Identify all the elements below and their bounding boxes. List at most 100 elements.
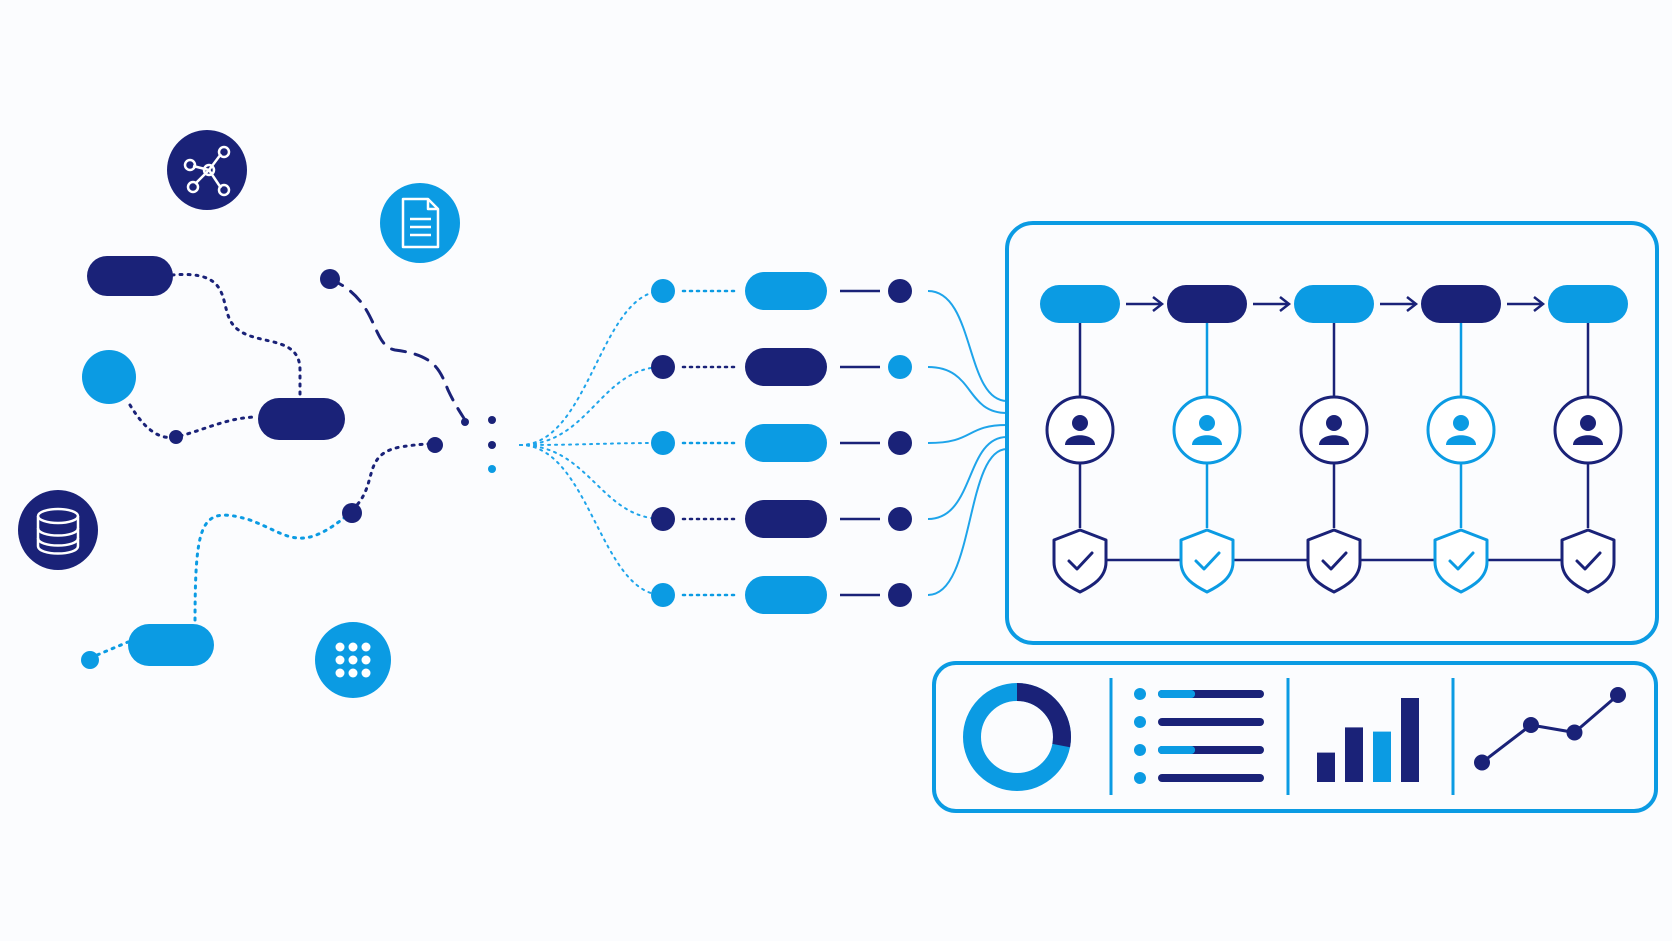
- pipeline-rows: [519, 272, 1008, 614]
- check-mark: [1448, 551, 1475, 571]
- person-body: [1446, 435, 1476, 445]
- workflow-step-pill: [1421, 285, 1501, 323]
- fan-in-line: [519, 444, 664, 520]
- grid-dot: [335, 642, 345, 652]
- connector-blue-lower: [193, 511, 352, 630]
- list-bar-fill: [1158, 690, 1196, 698]
- grid-dot: [335, 655, 345, 665]
- list-bar-fill: [1158, 746, 1196, 754]
- bar: [1373, 731, 1391, 782]
- fan-out-line: [927, 424, 1008, 444]
- pipeline-pill: [745, 500, 827, 538]
- workflow-steps: [1040, 285, 1628, 594]
- check-mark: [1575, 551, 1602, 571]
- grid-dot: [348, 668, 358, 678]
- merge-dot: [488, 441, 496, 449]
- source-dot: [342, 503, 362, 523]
- pipeline-pill: [745, 424, 827, 462]
- arrow-icon: [1406, 296, 1419, 312]
- person-head: [1072, 415, 1088, 431]
- bar: [1345, 727, 1363, 782]
- fan-out-line: [927, 290, 1008, 402]
- fan-in-line: [519, 444, 664, 596]
- grid-dot: [348, 642, 358, 652]
- line-point: [1522, 717, 1539, 733]
- workflow-step-pill: [1548, 285, 1628, 323]
- pipeline-pill: [745, 576, 827, 614]
- grid-apps-icon: [315, 622, 391, 698]
- database-icon: [18, 490, 98, 570]
- grid-dot: [335, 668, 345, 678]
- fan-in-line: [519, 366, 664, 446]
- list-bar-track: [1158, 718, 1264, 726]
- grid-dot: [348, 655, 358, 665]
- dashboard-widgets: [963, 683, 1626, 791]
- person-head: [1453, 415, 1469, 431]
- fan-in-line: [519, 290, 664, 446]
- shield-check-icon: [1306, 528, 1362, 594]
- source-circle-blue: [82, 350, 136, 404]
- shield-check-icon: [1179, 528, 1235, 594]
- check-mark: [1321, 551, 1348, 571]
- list-bullet: [1134, 688, 1146, 700]
- arrow-icon: [1533, 296, 1546, 312]
- bar: [1401, 698, 1419, 782]
- person-body: [1065, 435, 1095, 445]
- line-point: [1610, 687, 1626, 703]
- list-bullet: [1134, 716, 1146, 728]
- connector-dashed-top: [328, 277, 467, 422]
- pipeline-out-dot: [888, 507, 912, 531]
- merge-dot: [488, 416, 496, 424]
- person-body: [1319, 435, 1349, 445]
- arrow-icon: [1279, 296, 1292, 312]
- person-head: [1199, 415, 1215, 431]
- person-body: [1192, 435, 1222, 445]
- workflow-step-pill: [1294, 285, 1374, 323]
- arrow-icon: [1152, 296, 1165, 312]
- list-bullet: [1134, 772, 1146, 784]
- pipeline-in-dot: [651, 431, 675, 455]
- pipeline-in-dot: [651, 355, 675, 379]
- source-dot: [320, 269, 340, 289]
- fan-out-line: [927, 366, 1008, 414]
- fan-out-line: [927, 448, 1008, 596]
- sources-cluster: [18, 130, 496, 698]
- person-head: [1326, 415, 1342, 431]
- merge-dot: [488, 465, 496, 473]
- connector-circle-to-pill2: [128, 403, 257, 440]
- shield-check-icon: [1560, 528, 1616, 594]
- workflow-step-pill: [1040, 285, 1120, 323]
- line-chart-icon: [1481, 693, 1619, 764]
- pipeline-out-dot: [888, 583, 912, 607]
- connector-to-cluster: [350, 442, 437, 512]
- check-mark: [1194, 551, 1221, 571]
- merge-dot: [461, 418, 469, 426]
- workflow-step-pill: [1167, 285, 1247, 323]
- line-point: [1474, 754, 1490, 771]
- workflow-panel: [1005, 221, 1659, 645]
- shield-check-icon: [1052, 528, 1108, 594]
- pipeline-in-dot: [651, 583, 675, 607]
- person-head: [1580, 415, 1596, 431]
- source-dot: [427, 437, 443, 453]
- grid-dot: [361, 668, 371, 678]
- source-dot: [169, 430, 183, 444]
- pipeline-pill: [745, 348, 827, 386]
- list-bullet: [1134, 744, 1146, 756]
- list-bar-track: [1158, 774, 1264, 782]
- source-pill-navy-top: [87, 256, 173, 296]
- dashboard-panel: [932, 661, 1658, 813]
- pipeline-out-dot: [888, 279, 912, 303]
- graph-network-icon: [167, 130, 247, 210]
- line-point: [1566, 724, 1583, 741]
- document-icon: [380, 183, 460, 263]
- pipeline-pill: [745, 272, 827, 310]
- source-pill-blue-low: [128, 624, 214, 666]
- bar: [1317, 752, 1335, 782]
- source-pill-navy-mid: [258, 398, 345, 440]
- fan-in-line: [519, 442, 664, 446]
- person-body: [1573, 435, 1603, 445]
- fan-out-line: [927, 436, 1008, 520]
